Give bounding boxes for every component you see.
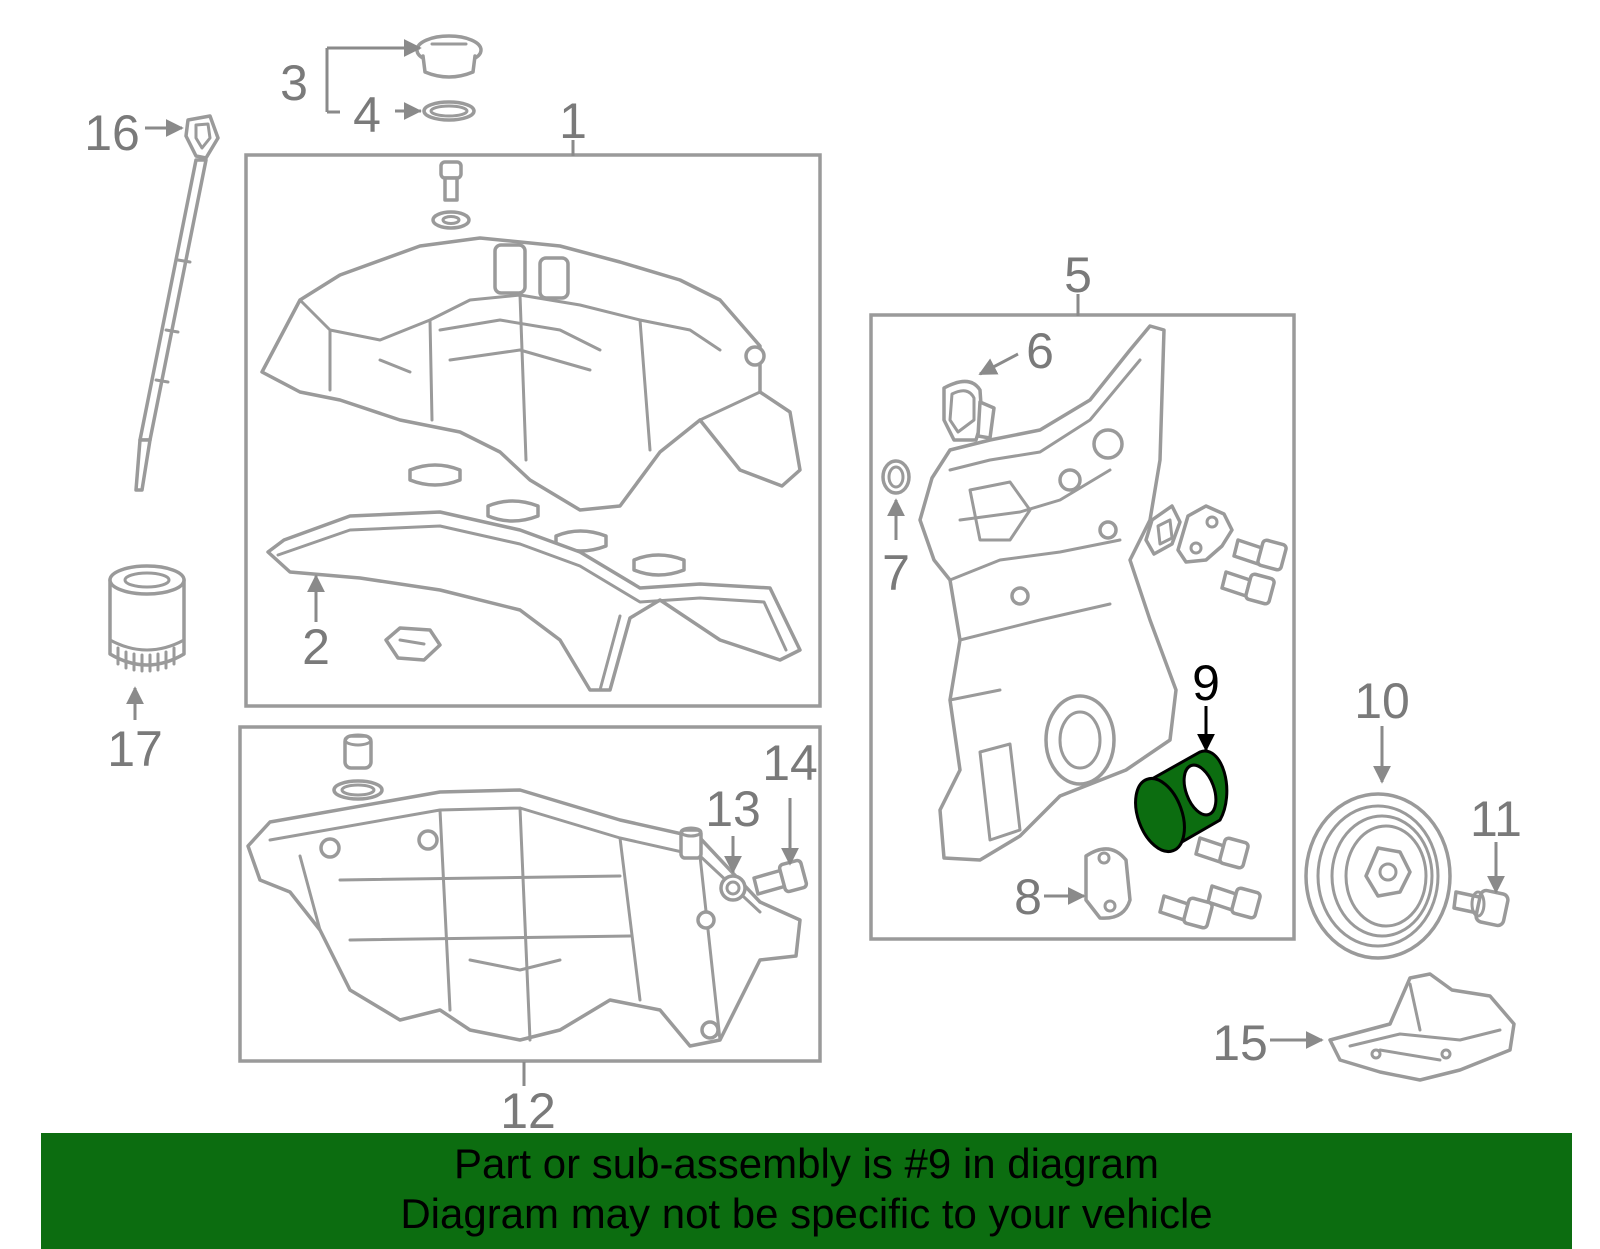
callout-1: 1	[559, 93, 587, 149]
callout-4: 4	[353, 87, 381, 143]
callout-15: 15	[1212, 1015, 1268, 1071]
dowel-pin	[679, 826, 703, 860]
oil-filler-cap	[415, 34, 483, 79]
oil-dipstick	[134, 114, 220, 492]
banner-line-1: Part or sub-assembly is #9 in diagram	[454, 1140, 1159, 1187]
callout-7: 7	[882, 545, 910, 601]
callout-16: 16	[84, 105, 140, 161]
timing-cover-bolts	[1158, 538, 1288, 930]
baffle-plate	[1328, 972, 1516, 1082]
callout-8: 8	[1014, 869, 1042, 925]
drain-plug-bolt	[752, 858, 809, 896]
timing-chain-case	[918, 324, 1178, 862]
callout-11: 11	[1470, 791, 1522, 847]
oil-pan-group-box	[238, 725, 822, 1063]
valve-cover-bolt	[431, 160, 471, 230]
oil-filter	[108, 564, 186, 673]
info-banner: Part or sub-assembly is #9 in diagram Di…	[41, 1133, 1572, 1249]
valve-cover-gasket	[266, 510, 802, 692]
callout-10: 10	[1354, 673, 1410, 729]
callout-14: 14	[762, 735, 818, 791]
cover-plate	[1084, 847, 1132, 920]
callout-5: 5	[1064, 247, 1092, 303]
valve-cover	[260, 236, 802, 512]
crankshaft-oil-seal	[1134, 749, 1229, 853]
leader-6	[978, 352, 1019, 376]
callout-9: 9	[1192, 655, 1220, 711]
timing-cover-group-box	[869, 313, 1296, 941]
crankshaft-pulley	[1304, 792, 1452, 960]
gasket-plates	[1144, 504, 1234, 564]
callout-12: 12	[500, 1083, 556, 1139]
callout-17: 17	[107, 721, 163, 777]
leader-3	[325, 48, 420, 112]
oil-filler-cap-o-ring	[422, 100, 476, 122]
callout-6: 6	[1026, 323, 1054, 379]
oil-pan	[246, 788, 802, 1048]
o-ring-small	[881, 459, 911, 495]
oil-passage-gasket	[942, 379, 996, 442]
drain-plug-washer	[719, 874, 747, 902]
callout-13: 13	[705, 781, 761, 837]
callout-3: 3	[280, 55, 308, 111]
banner-line-2: Diagram may not be specific to your vehi…	[400, 1190, 1213, 1237]
valve-cover-group-box	[244, 153, 822, 708]
callout-2: 2	[302, 619, 330, 675]
oil-strainer-and-o-ring	[332, 733, 384, 801]
crankshaft-pulley-bolt	[1452, 888, 1510, 928]
